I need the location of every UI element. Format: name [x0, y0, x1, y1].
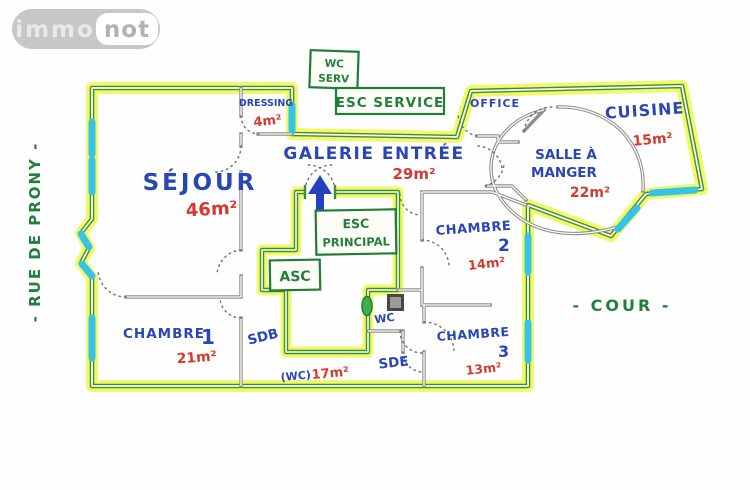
wc-serv-label-2: SERV — [318, 72, 350, 85]
sejour-label: SÉJOUR — [143, 168, 258, 196]
office-label: OFFICE — [470, 97, 520, 110]
chambre2-label: CHAMBRE — [435, 219, 512, 239]
logo-text-immo: immo — [15, 17, 95, 43]
salle-a-manger-label-2: MANGER — [531, 165, 597, 181]
chambre3-number: 3 — [498, 342, 509, 361]
court-label: - COUR - — [572, 296, 671, 315]
galerie-label: GALERIE ENTRÉE — [283, 142, 464, 164]
wc-serv-label-1: WC — [324, 58, 344, 71]
esc-service-label: ESC SERVICE — [336, 95, 445, 111]
chambre3-label: CHAMBRE — [436, 324, 510, 344]
cuisine-label: CUISINE — [604, 98, 685, 122]
wc-serv-box: WC SERV — [308, 49, 360, 90]
esc-principal-box: ESC PRINCIPAL — [314, 208, 398, 256]
galerie-area: 29m² — [392, 165, 435, 183]
chambre3-area: 13m² — [465, 359, 502, 378]
street-label: - RUE DE PRONY - — [26, 142, 44, 323]
salle-a-manger-label-1: SALLE À — [535, 146, 597, 163]
chambre1-area: 21m² — [176, 349, 217, 368]
chambre1-number: 1 — [201, 325, 215, 349]
stairwell-walls — [259, 185, 401, 355]
immonot-logo: immo not — [12, 9, 160, 49]
esc-principal-label-1: ESC — [342, 216, 369, 231]
dressing-label: DRESSING — [239, 98, 293, 109]
asc-label: ASC — [279, 269, 310, 286]
logo-text-not: not — [104, 17, 150, 43]
sejour-area: 46m² — [185, 198, 238, 222]
wc-total-area: 17m² — [311, 365, 350, 383]
sde-label: SDE — [378, 353, 410, 372]
chambre2-area: 14m² — [467, 255, 506, 274]
room-labels: SÉJOUR 46m² GALERIE ENTRÉE 29m² DRESSING… — [123, 97, 685, 384]
asc-box: ASC — [268, 258, 322, 292]
stair-door-marker — [361, 295, 373, 317]
dressing-area: 4m² — [253, 113, 283, 131]
sdb-label: SDB — [246, 326, 280, 349]
chambre1-label: CHAMBRE — [123, 326, 205, 342]
esc-principal-label-2: PRINCIPAL — [322, 234, 390, 249]
door-swing-arcs — [97, 106, 553, 373]
shaft — [387, 294, 404, 311]
wc-label: WC — [374, 311, 396, 327]
wc-total-label: (WC) — [280, 368, 311, 384]
cuisine-area: 15m² — [632, 130, 673, 149]
entrance-arrow — [308, 175, 332, 212]
esc-service-box: ESC SERVICE — [334, 86, 446, 116]
salle-a-manger-area: 22m² — [570, 185, 610, 201]
window-markers — [77, 101, 699, 364]
chambre2-number: 2 — [498, 236, 510, 256]
